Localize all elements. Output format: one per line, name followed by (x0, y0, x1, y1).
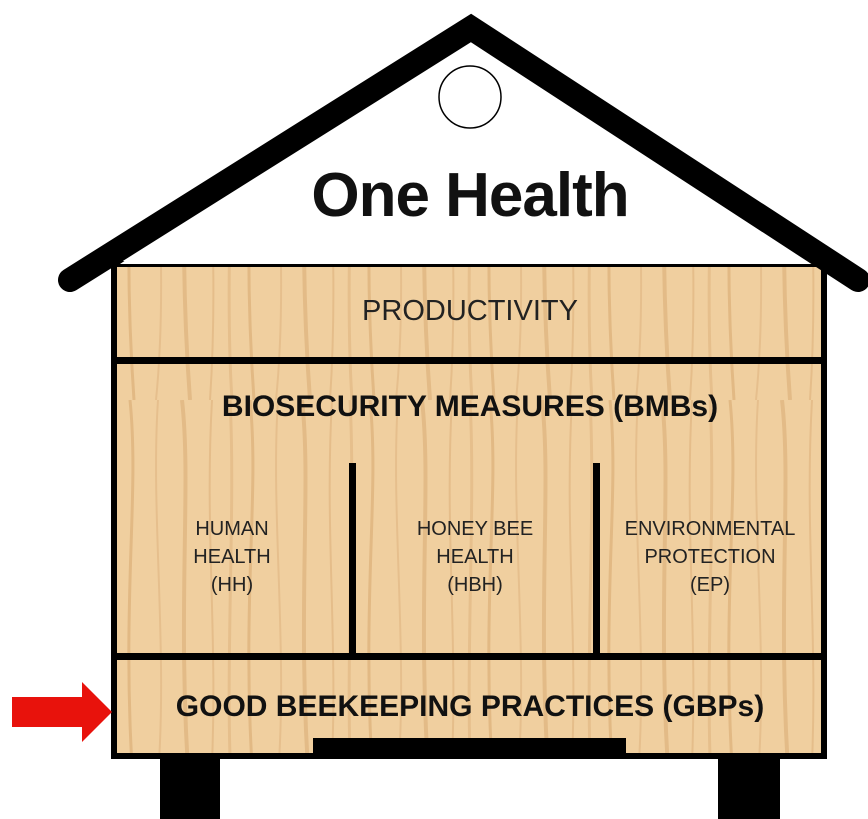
left-leg (160, 752, 220, 819)
pillar-line: HEALTH (436, 546, 514, 568)
red-arrow-icon (12, 682, 112, 742)
pillar-divider-left (349, 463, 356, 657)
house-body (111, 261, 827, 759)
divider-foundation (114, 653, 824, 660)
pillar-line: (EP) (690, 574, 730, 596)
pillar-line: ENVIRONMENTAL (624, 518, 796, 540)
roof-outline (58, 13, 868, 292)
pillar-line: HONEY BEE (416, 518, 534, 540)
pillar-honey-bee-health: HONEY BEE HEALTH (HBH) (365, 515, 585, 599)
pillar-line: HEALTH (193, 546, 271, 568)
pillar-divider-right (593, 463, 600, 657)
pillar-line: PROTECTION (644, 546, 776, 568)
right-leg (718, 752, 780, 819)
pillar-human-health: HUMAN HEALTH (HH) (122, 515, 342, 599)
diagram-title: One Health (311, 161, 629, 230)
pillar-line: (HH) (210, 574, 254, 596)
base-slab (313, 738, 626, 756)
divider-productivity (114, 357, 824, 364)
pillar-line: (HBH) (447, 574, 503, 596)
pillar-line: HUMAN (195, 518, 269, 540)
productivity-tier: PRODUCTIVITY (362, 295, 578, 327)
biosecurity-measures-tier: BIOSECURITY MEASURES (BMBs) (221, 390, 719, 423)
roof-gable (120, 30, 818, 264)
vent-circle (438, 65, 502, 129)
good-beekeeping-practices-tier: GOOD BEEKEEPING PRACTICES (GBPs) (175, 690, 765, 723)
pillar-environmental-protection: ENVIRONMENTAL PROTECTION (EP) (600, 515, 820, 599)
